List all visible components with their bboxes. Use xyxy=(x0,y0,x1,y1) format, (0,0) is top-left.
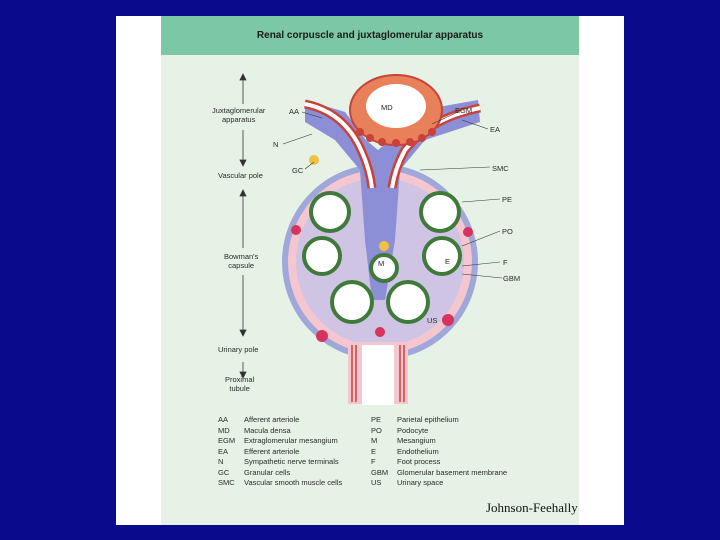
legend-abbr: GBM xyxy=(371,467,389,477)
label-gc: GC xyxy=(292,166,304,175)
label-urinary-pole: Urinary pole xyxy=(218,345,259,354)
capillary-loop xyxy=(302,236,342,276)
legend-row: EGM Extraglomerular mesangium xyxy=(218,436,342,447)
legend-text: Afferent arteriole xyxy=(244,415,300,424)
legend-text: Urinary space xyxy=(397,478,444,487)
label-e: E xyxy=(445,257,451,266)
legend-abbr: N xyxy=(218,457,224,466)
label-m: M xyxy=(378,259,385,268)
label-po: PO xyxy=(502,227,513,236)
tubule-brush-border xyxy=(351,345,405,402)
tubule-lumen-md xyxy=(366,84,426,128)
label-proximal-tubule: Proximal tubule xyxy=(225,375,255,393)
legend-row: GC Granular cells xyxy=(218,468,342,479)
label-vascular-pole: Vascular pole xyxy=(218,171,263,180)
legend-abbr: EA xyxy=(218,446,229,456)
label-pointers xyxy=(282,110,503,279)
afferent-arteriole-lumen xyxy=(304,102,374,189)
mesangium-stalk xyxy=(305,100,480,300)
granular-cell xyxy=(309,155,319,165)
efferent-arteriole-lumen xyxy=(390,106,481,189)
legend-text: Podocyte xyxy=(397,425,429,435)
label-smc: SMC xyxy=(492,164,509,173)
legend-text: Extraglomerular mesangium xyxy=(244,436,338,445)
legend-row: PO Podocyte xyxy=(371,426,507,437)
label-md: MD xyxy=(381,103,393,112)
podocyte-nuclei xyxy=(291,225,473,342)
label-f: F xyxy=(503,258,508,267)
legend-abbr: AA xyxy=(218,415,229,424)
legend-text: Endothelium xyxy=(397,446,439,456)
legend-row: N Sympathetic nerve terminals xyxy=(218,457,342,468)
legend-text: Granular cells xyxy=(244,467,291,477)
label-egm: EGM xyxy=(455,106,473,115)
figure-title: Renal corpuscle and juxtaglomerular appa… xyxy=(256,30,484,41)
capillary-loop xyxy=(422,236,462,276)
label-aa: AA xyxy=(289,107,300,116)
legend-abbr: M xyxy=(371,436,378,445)
legend-row: M Mesangium xyxy=(371,436,507,447)
legend-abbr: EGM xyxy=(218,436,236,445)
legend-abbr: PO xyxy=(371,425,382,435)
legend-text: Efferent arteriole xyxy=(244,446,300,456)
capillary-loop xyxy=(386,280,430,324)
legend-row: AA Afferent arteriole xyxy=(218,415,342,426)
legend-text: Parietal epithelium xyxy=(397,415,459,424)
legend-row: GBM Glomerular basement membrane xyxy=(371,468,507,479)
legend-abbr: GC xyxy=(218,467,230,477)
legend-row: EA Efferent arteriole xyxy=(218,447,342,458)
legend-row: F Foot process xyxy=(371,457,507,468)
macula-densa-cells xyxy=(356,128,436,147)
granular-cell xyxy=(379,241,389,251)
legend-text: Glomerular basement membrane xyxy=(397,467,508,477)
label-n: N xyxy=(273,140,279,149)
arrowhead-juxta-bottom xyxy=(239,159,247,167)
legend-abbr: PE xyxy=(371,415,382,424)
capillary-loop xyxy=(309,191,351,233)
label-gbm: GBM xyxy=(503,274,521,283)
arrowhead-tubule xyxy=(239,371,247,379)
legend-row: E Endothelium xyxy=(371,447,507,458)
legend-text: Vascular smooth muscle cells xyxy=(244,478,343,487)
figure-title-banner: Renal corpuscle and juxtaglomerular appa… xyxy=(161,16,579,55)
legend-abbr: MD xyxy=(218,425,230,435)
arrowhead-bowman-bottom xyxy=(239,329,247,337)
legend-row: US Urinary space xyxy=(371,478,507,489)
legend-text: Foot process xyxy=(397,457,441,466)
label-ea: EA xyxy=(490,125,501,134)
capillary-loop xyxy=(419,191,461,233)
capillary-loop xyxy=(330,280,374,324)
capillary-loops xyxy=(302,191,462,324)
legend-row: PE Parietal epithelium xyxy=(371,415,507,426)
legend-abbr: SMC xyxy=(218,478,235,487)
label-pe: PE xyxy=(502,195,513,204)
label-juxtaglomerular: Juxtaglomerular apparatus xyxy=(212,106,266,124)
label-bowmans-capsule: Bowman's capsule xyxy=(224,252,259,270)
legend-abbr: US xyxy=(371,478,382,487)
legend-text: Macula densa xyxy=(244,425,291,435)
arrowhead-bowman-top xyxy=(239,189,247,197)
legend-abbr: F xyxy=(371,457,376,466)
legend-row: MD Macula densa xyxy=(218,426,342,437)
arrowhead-juxta-top xyxy=(239,73,247,81)
label-us: US xyxy=(427,316,438,325)
tubule-lumen xyxy=(362,345,394,405)
credit-text: Johnson-Feehally xyxy=(486,500,578,515)
legend-text: Mesangium xyxy=(397,436,436,445)
legend-row: SMC Vascular smooth muscle cells xyxy=(218,478,342,489)
capillary-loop xyxy=(369,253,399,283)
legend-abbr: E xyxy=(371,446,377,456)
legend-text: Sympathetic nerve terminals xyxy=(244,457,339,466)
